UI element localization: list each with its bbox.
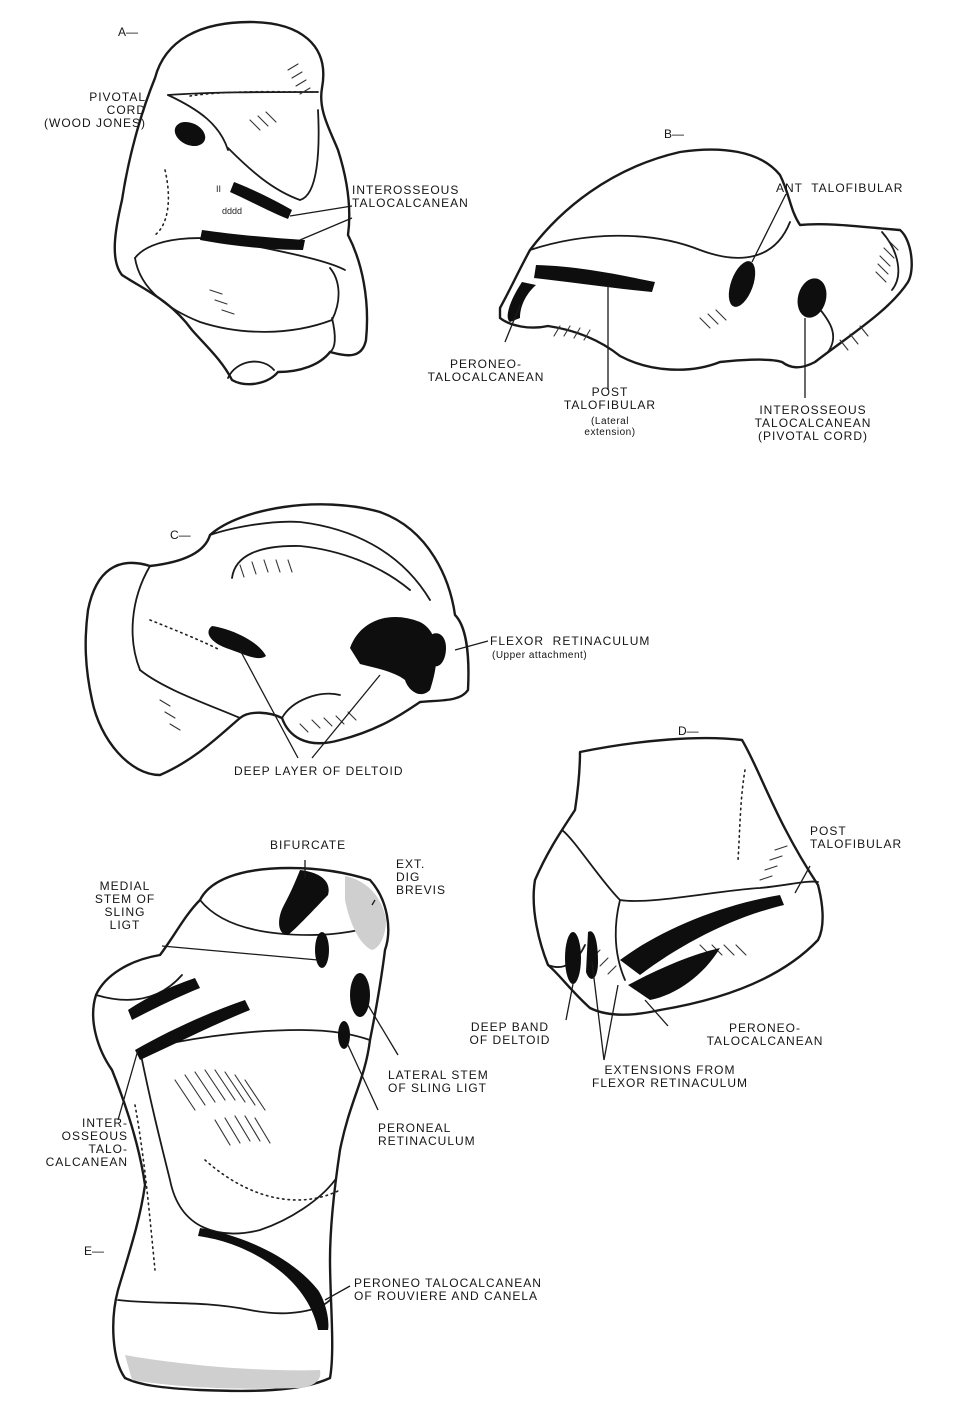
flexor-retinaculum-note: (Upper attachment) [492,650,587,661]
peroneal-retinaculum-label: PERONEAL RETINACULUM [378,1122,476,1148]
deep-deltoid-band-attachment [565,932,581,984]
peroneo-d-label: PERONEO- TALOCALCANEAN [660,1022,870,1048]
e-interosseous-label: INTER- OSSEOUS TALO- CALCANEAN [8,1117,128,1169]
svg-text:dddd: dddd [222,206,242,216]
medial-stem-attachment [315,932,329,968]
panel-d-letter: D— [678,725,699,738]
lateral-stem-label: LATERAL STEM OF SLING LIGT [388,1069,489,1095]
medial-stem-label: MEDIAL STEM OF SLING LIGT [70,880,180,932]
post-talofibular-b-note: (Lateral extension) [568,416,652,438]
post-talofibular-b-label: POST TALOFIBULAR [540,386,680,412]
ant-talofibular-label: ANT TALOFIBULAR [776,182,903,195]
panel-e-calcaneus-drawing [93,860,398,1391]
pivotal-cord-label: PIVOTAL CORD (WOOD JONES) [2,91,146,130]
ext-dig-brevis-label: EXT. DIG BREVIS [396,858,446,897]
panel-c-letter: C— [170,529,191,542]
panel-a-talus-drawing: II dddd [115,22,367,384]
deep-band-deltoid-label: DEEP BAND OF DELTOID [452,1021,568,1047]
bifurcate-label: BIFURCATE [270,839,346,852]
peroneo-rouviere-label: PERONEO TALOCALCANEAN OF ROUVIERE AND CA… [354,1277,542,1303]
deep-layer-deltoid-label: DEEP LAYER OF DELTOID [234,765,404,778]
panel-d-talus-posterior-drawing [534,738,823,1060]
a-interosseous-label: INTEROSSEOUS TALOCALCANEAN [352,184,469,210]
panel-c-talus-medial-drawing [86,504,488,775]
panel-a-letter: A— [118,26,138,39]
b-interosseous-label: INTEROSSEOUS TALOCALCANEAN (PIVOTAL CORD… [740,404,886,443]
flexor-retinaculum-label: FLEXOR RETINACULUM [490,635,650,648]
post-talofibular-d-label: POST TALOFIBULAR [810,825,902,851]
svg-text:II: II [216,184,221,194]
peroneo-b-label: PERONEO- TALOCALCANEAN [418,358,554,384]
extensions-flexor-label: EXTENSIONS FROM FLEXOR RETINACULUM [540,1064,800,1090]
panel-b-letter: B— [664,128,684,141]
panel-e-letter: E— [84,1245,104,1258]
peroneal-retinaculum-attachment [338,1021,350,1049]
lateral-stem-attachment [350,973,370,1017]
